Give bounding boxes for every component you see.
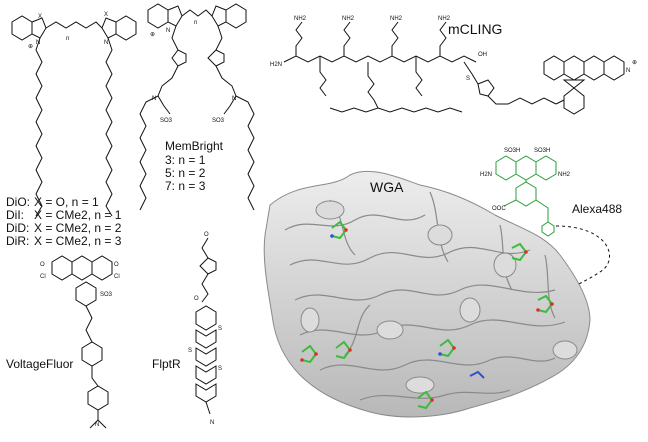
mc-oh: OH [478,52,487,58]
mb-nplus-amm-l: N [152,96,156,102]
alexa-nh2: NH2 [558,172,571,178]
mb-nplus-left: N [166,28,170,34]
dio-legend-dir-label: DiR: [6,234,30,248]
flptr-o: O [194,296,199,302]
ligand-3 [536,294,554,314]
mc-plus: ⊕ [632,60,637,66]
mc-nh2-4: NH2 [438,16,451,22]
ligand-2 [511,242,528,262]
alexa488-label: Alexa488 [572,202,623,216]
dio-legend-dio-label: DiO: [6,195,30,209]
membright-structure [139,3,255,211]
ligand-7 [417,390,434,410]
membright-variant-7: 7: n = 3 [165,179,206,193]
dio-legend-did-label: DiD: [6,221,30,235]
ligand-4 [335,340,352,360]
vf-cl-right: Cl [114,274,120,280]
ligand-5 [300,344,318,364]
alexa-so3h-right: SO3H [534,148,550,154]
alexa488-structure [495,155,557,237]
wga-protein [263,170,591,418]
mb-plus-left: ⊕ [150,32,155,38]
mc-nh2-3: NH2 [390,16,403,22]
voltagefluor-atom-labels: O O Cl Cl SO3 N [40,262,120,428]
voltagefluor-label: VoltageFluor [6,357,74,371]
mb-n-label: n [194,20,197,26]
dio-legend-dii-def: X = CMe2, n = 1 [34,208,122,222]
ligand-1 [330,220,348,240]
flptr-atom-labels: O O S S S N [188,232,222,426]
dio-legend-did-def: X = CMe2, n = 2 [34,221,122,235]
ligand-6 [438,338,456,358]
vf-n: N [95,422,99,428]
wga-label: WGA [370,179,404,195]
alexa-h2n: H2N [480,172,492,178]
dio-structure [11,15,137,217]
flptr-s-2: S [188,348,192,354]
mb-so3-left: SO3 [160,118,173,124]
mc-nh2-2: NH2 [342,16,355,22]
flptr-s-3: S [218,366,222,372]
vf-so3: SO3 [100,292,113,298]
mb-so3-right: SO3 [212,118,225,124]
flptr-o-top: O [204,232,209,238]
flptr-label: FlptR [152,357,181,371]
dio-n-right: N [104,40,108,46]
dio-legend-dio-def: X = O, n = 1 [34,195,99,209]
flptr-structure [195,237,217,415]
voltagefluor-structure [51,255,113,429]
dio-n-label: n [66,36,69,42]
dio-atom-labels: X X n N N ⊕ [28,12,108,50]
dio-legend-dii-label: DiI: [6,208,24,222]
alexa-ooc: OOC [492,206,506,212]
ligand-8 [469,370,485,379]
vf-o-minus: O [40,262,45,268]
mcling-label: mCLING [448,21,503,37]
mc-nh2-1: NH2 [294,16,307,22]
mc-h2n: H2N [270,62,282,68]
membright-variant-5: 5: n = 2 [165,166,206,180]
vf-o: O [114,262,119,268]
dio-x-right: X [104,12,108,18]
alexa-so3h-left: SO3H [504,148,520,154]
mc-nplus: N [626,68,630,74]
membright-variant-3: 3: n = 1 [165,153,206,167]
mc-s: S [466,76,470,82]
dio-n-plus: N [36,40,40,46]
dio-legend-dir-def: X = CMe2, n = 3 [34,234,122,248]
dio-x-left: X [38,14,42,20]
mb-nplus-amm-r: N [232,96,236,102]
mcling-atom-labels: NH2 NH2 NH2 NH2 H2N OH S N ⊕ [270,16,637,82]
membright-label: MemBright [165,139,224,153]
mcling-structure [283,21,625,115]
flptr-s-1: S [218,326,222,332]
alexa488-atom-labels: SO3H SO3H H2N NH2 OOC [480,148,571,212]
flptr-cn: N [210,420,214,426]
membright-atom-labels: N ⊕ n N N SO3 SO3 [150,20,236,124]
vf-cl-left: Cl [40,274,46,280]
dio-plus: ⊕ [28,44,33,50]
